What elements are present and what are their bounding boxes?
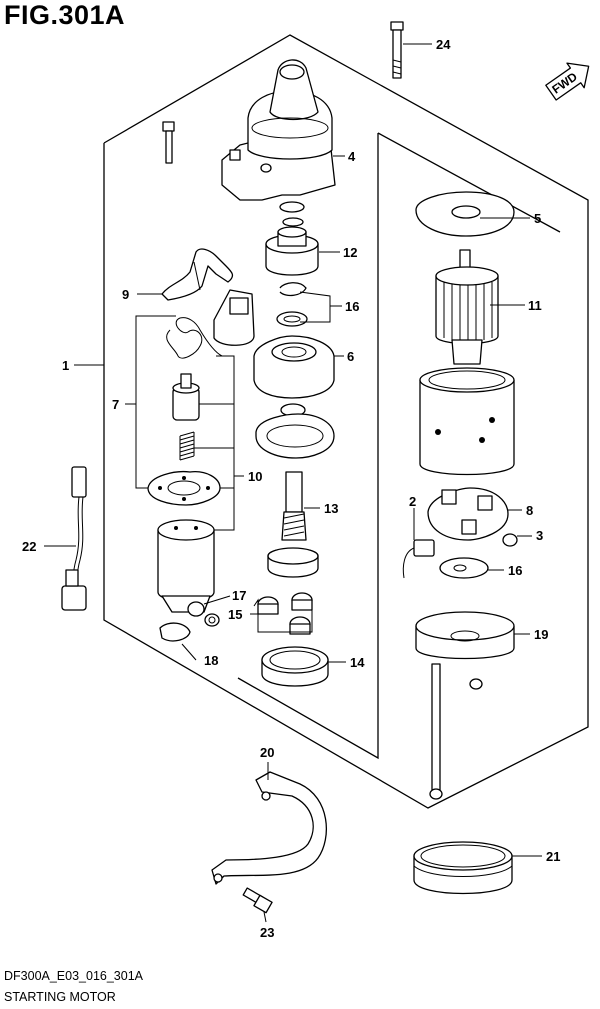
spring-icon — [166, 317, 223, 359]
callout-12: 12 — [343, 245, 357, 260]
cover-ring-icon — [413, 841, 513, 895]
starter-solenoid-cover-icon — [157, 519, 215, 613]
planetary-gear-icon — [257, 592, 313, 635]
starter-solenoid-cover-icon — [221, 59, 336, 201]
pinion-gear-icon — [265, 201, 319, 276]
bolt-icon — [187, 601, 220, 627]
armature-icon — [267, 471, 319, 578]
callout-3: 3 — [536, 528, 543, 543]
brush-holder-icon — [427, 487, 509, 541]
callout-24: 24 — [436, 37, 451, 52]
callout-7: 7 — [112, 397, 119, 412]
callout-2: 2 — [409, 494, 416, 509]
bolt-icon — [242, 887, 273, 914]
callout-16-lower: 16 — [508, 563, 522, 578]
callout-labels: 1 2 3 4 5 6 7 8 9 10 11 12 13 14 15 16 1… — [22, 37, 560, 940]
internal-gear-icon — [261, 646, 329, 687]
yoke-icon — [419, 367, 515, 476]
bolt-icon — [502, 533, 518, 547]
figure-code: DF300A_E03_016_301A — [4, 969, 144, 983]
assembly-frame-inner — [237, 133, 379, 760]
callout-6: 6 — [347, 349, 354, 364]
callout-5: 5 — [534, 211, 541, 226]
callout-20: 20 — [260, 745, 274, 760]
bolt-icon — [162, 121, 175, 164]
snap-ring-icon — [276, 282, 308, 327]
callout-10: 10 — [248, 469, 262, 484]
gear-housing-icon — [253, 335, 335, 459]
lead-wire-icon — [61, 466, 87, 611]
callout-1: 1 — [62, 358, 69, 373]
shift-lever-icon — [161, 248, 234, 301]
through-bolt-icon — [429, 663, 483, 800]
callout-23: 23 — [260, 925, 274, 940]
callout-9: 9 — [122, 287, 129, 302]
lead-wire-icon — [402, 539, 435, 579]
callout-13: 13 — [324, 501, 338, 516]
gear-housing-icon — [147, 470, 221, 506]
assembly-frame-outer — [103, 34, 589, 809]
snap-ring-icon — [439, 557, 489, 579]
bracket-band-icon — [211, 771, 328, 885]
callout-8: 8 — [526, 503, 533, 518]
callout-21: 21 — [546, 849, 560, 864]
callout-4: 4 — [348, 149, 356, 164]
callout-18: 18 — [204, 653, 218, 668]
callout-22: 22 — [22, 539, 36, 554]
figure-title: FIG.301A — [4, 0, 126, 30]
brush-holder-icon — [213, 289, 255, 346]
callout-14: 14 — [350, 655, 365, 670]
leader-lines — [44, 43, 542, 923]
callout-19: 19 — [534, 627, 548, 642]
callout-15: 15 — [228, 607, 242, 622]
armature-icon — [435, 249, 499, 365]
spring-icon — [172, 373, 200, 461]
callout-16: 16 — [345, 299, 359, 314]
fwd-arrow-icon: FWD — [545, 62, 590, 101]
end-frame-icon — [415, 611, 515, 660]
figure-name: STARTING MOTOR — [4, 990, 116, 1004]
snap-ring-icon — [159, 622, 191, 642]
end-frame-icon — [415, 191, 515, 237]
bolt-icon — [390, 21, 404, 79]
callout-17: 17 — [232, 588, 246, 603]
callout-11: 11 — [528, 298, 542, 313]
